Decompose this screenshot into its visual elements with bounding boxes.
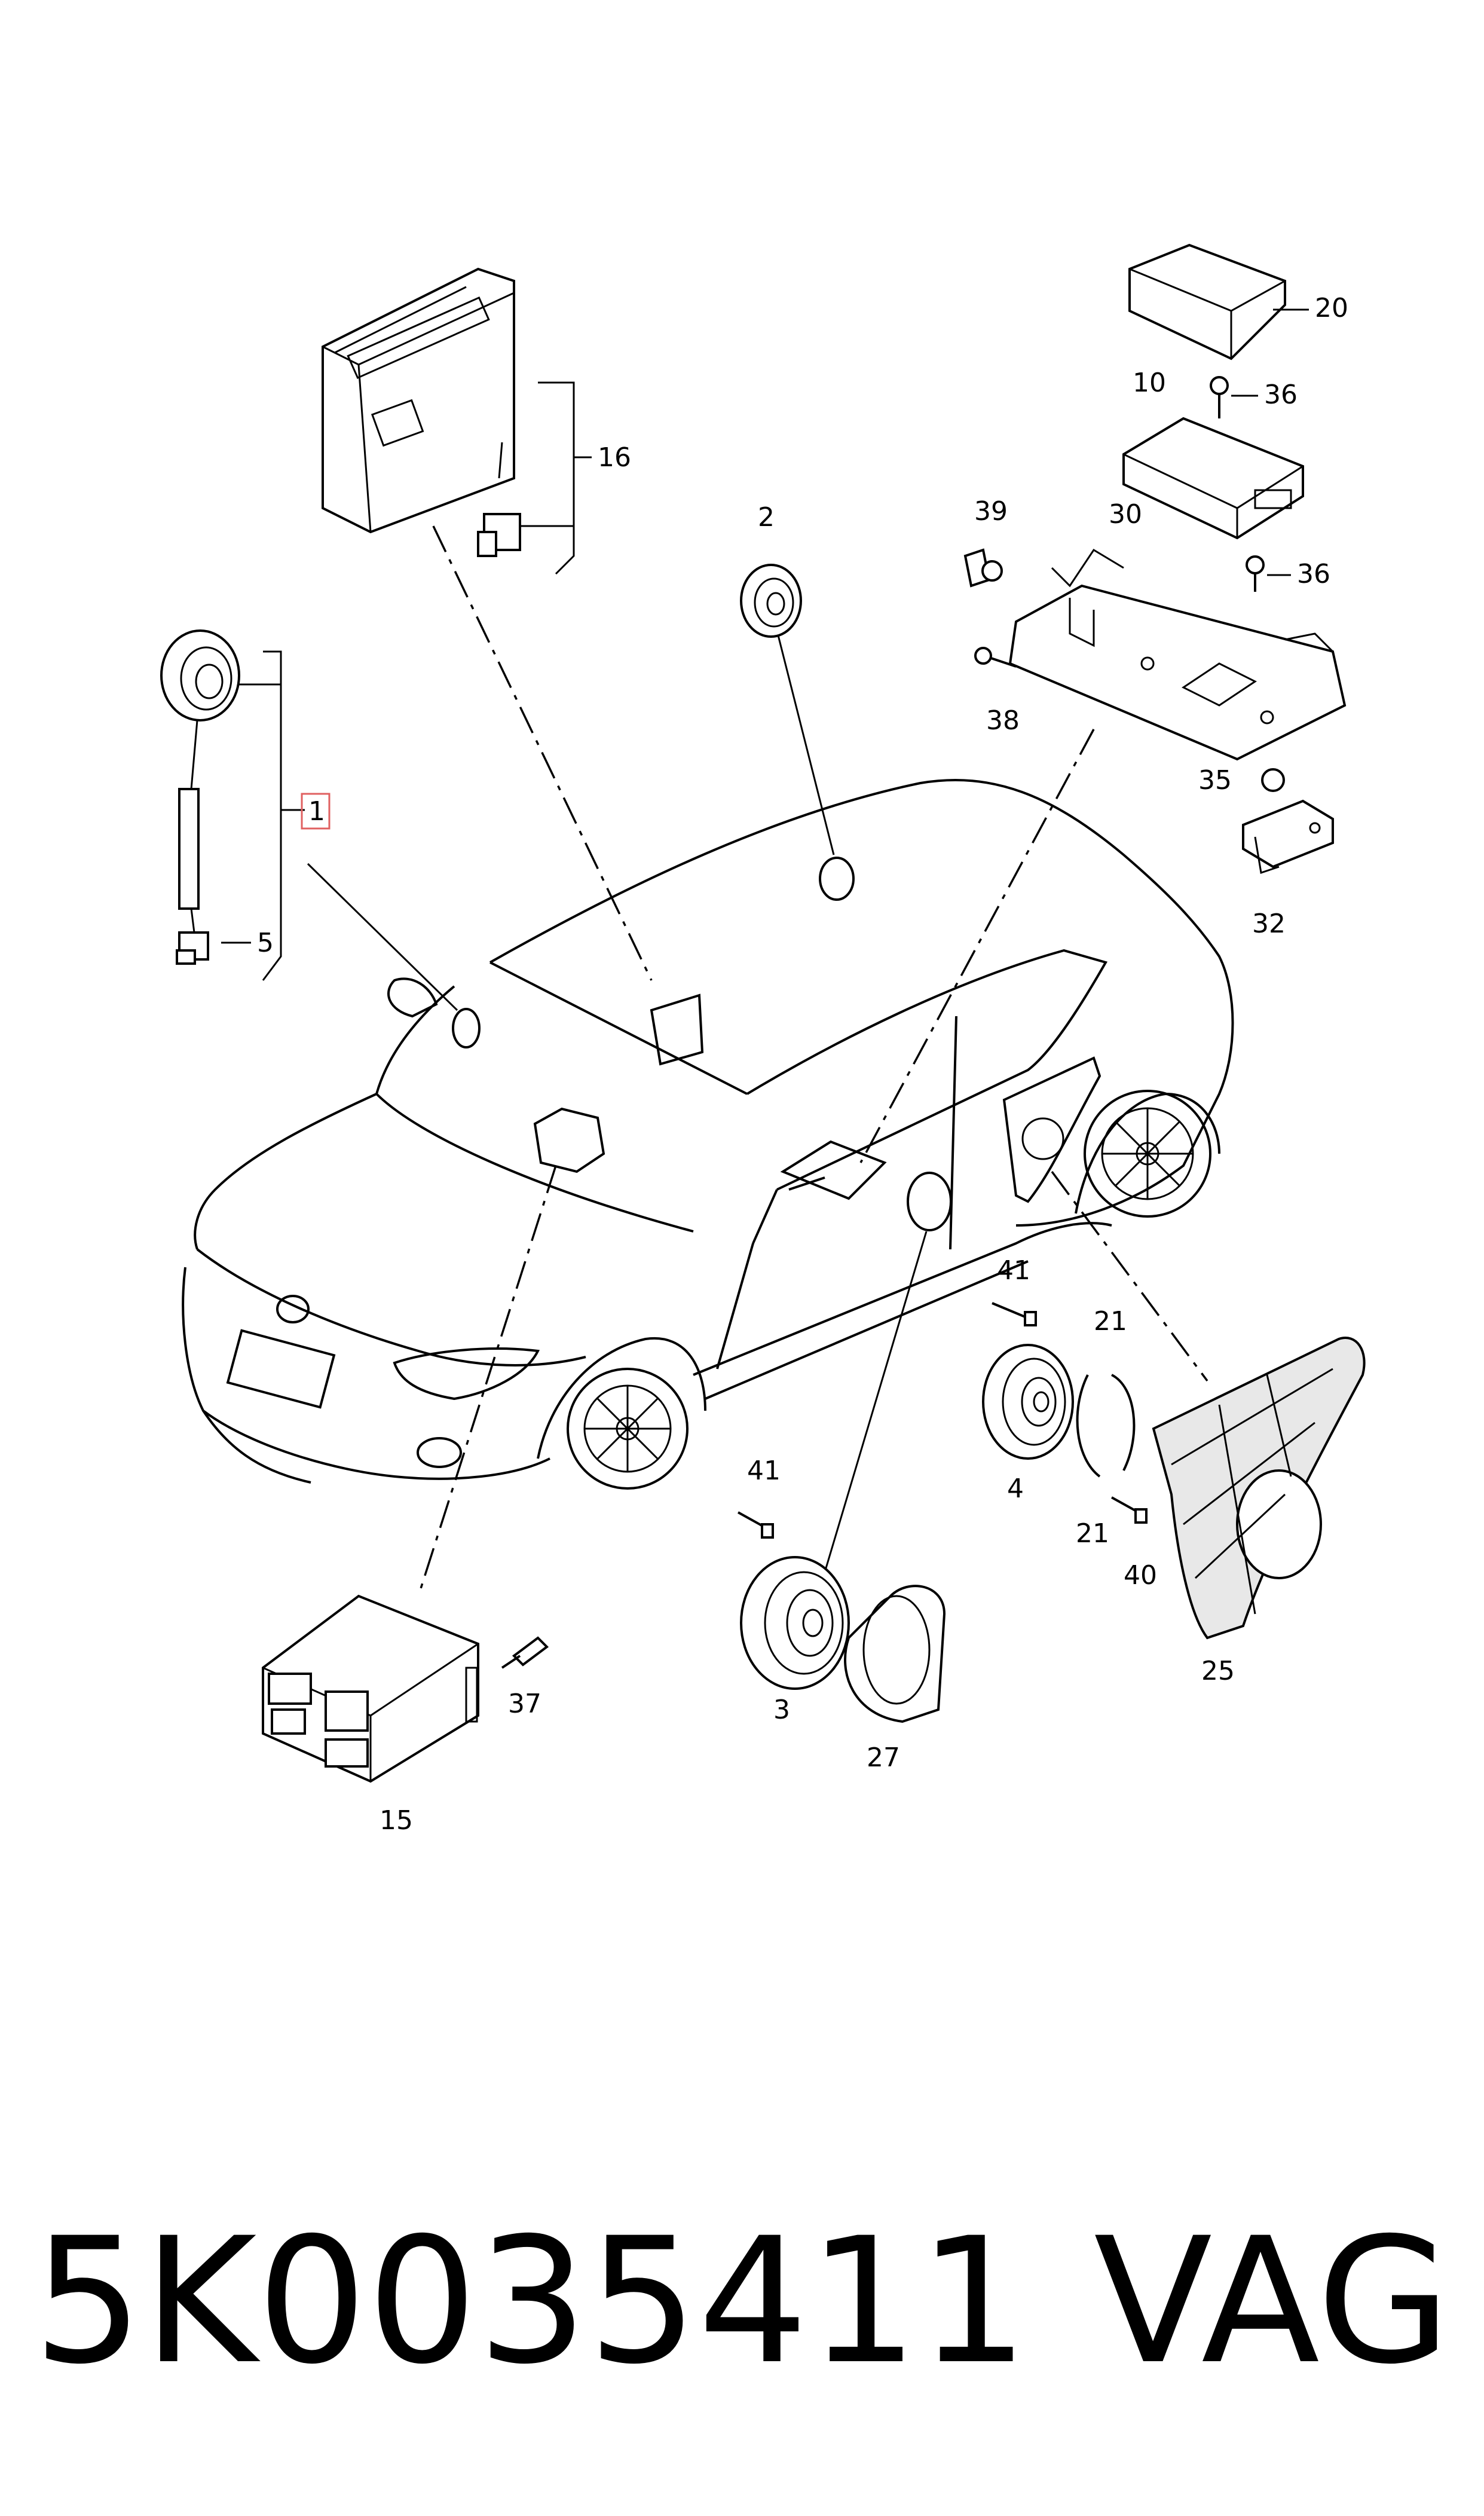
- callout-15: 15: [380, 1805, 413, 1836]
- leader-lines: [307, 525, 1208, 1597]
- callout-labels: 1 2 3 4 5 10 15 16 20 21 21 25 27 30 32 …: [257, 293, 1348, 1836]
- callout-10: 10: [1133, 368, 1166, 398]
- callout-37: 37: [508, 1689, 541, 1719]
- part-10-amplifier: [1122, 417, 1304, 540]
- callout-40: 40: [1124, 1560, 1157, 1591]
- callout-2: 2: [758, 502, 775, 533]
- callout-21a: 21: [1094, 1306, 1127, 1337]
- callout-36a: 36: [1264, 380, 1298, 410]
- callout-32: 32: [1252, 909, 1286, 939]
- location-markers: [452, 857, 952, 1231]
- callout-20: 20: [1315, 293, 1348, 323]
- callout-25: 25: [1201, 1656, 1235, 1686]
- part-1-tweeter: [160, 629, 240, 965]
- fasteners: [501, 376, 1285, 1669]
- callout-4: 4: [1007, 1473, 1024, 1504]
- callout-3: 3: [773, 1695, 790, 1725]
- car-outline: [182, 779, 1234, 1490]
- callout-38: 38: [986, 705, 1020, 736]
- callout-5: 5: [257, 928, 274, 958]
- part-27-speaker-ring: [844, 1585, 946, 1723]
- callout-27: 27: [867, 1742, 900, 1773]
- callout-36b: 36: [1297, 559, 1330, 589]
- part-16-control-unit: [322, 267, 592, 575]
- part-32-bracket: [1242, 799, 1334, 874]
- part-15-control-unit: [262, 1594, 479, 1783]
- part-3-speaker: [740, 1556, 850, 1690]
- part-2-speaker: [740, 564, 802, 638]
- part-4-speaker: [982, 1344, 1074, 1460]
- callout-16: 16: [598, 442, 631, 473]
- part-30-mounting-bracket: [1008, 548, 1347, 761]
- part-21-ring: [1076, 1374, 1136, 1478]
- callout-39: 39: [974, 496, 1008, 527]
- callout-1-highlight-box: [301, 793, 331, 830]
- callout-1: 1: [308, 796, 325, 827]
- part-number-text: 5K0035411: [33, 2201, 1029, 2402]
- brand-text: VAG: [1094, 2201, 1451, 2402]
- part-20-cover: [1128, 243, 1286, 360]
- callout-30: 30: [1109, 499, 1142, 530]
- callout-21b: 21: [1076, 1518, 1109, 1549]
- bracket-1: [221, 650, 305, 981]
- callout-41b: 41: [747, 1456, 781, 1486]
- part-25-trim-panel: [1152, 1337, 1366, 1640]
- callout-35: 35: [1198, 765, 1232, 796]
- callout-41a: 41: [997, 1255, 1030, 1286]
